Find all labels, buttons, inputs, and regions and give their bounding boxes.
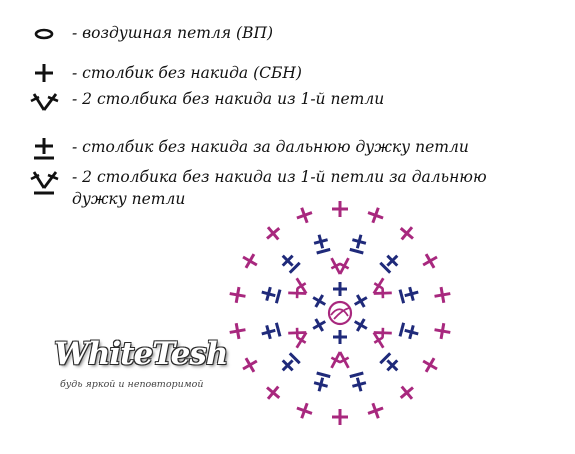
magic-ring (327, 300, 353, 326)
round2-increase-mark (372, 277, 392, 299)
round2-increase-mark (372, 327, 392, 349)
logo-text: WhiteTesh (54, 336, 228, 372)
round3-blo-mark (313, 234, 331, 255)
legend-text-chain: - воздушная петля (ВП) (72, 24, 274, 42)
round3-blo-mark (398, 322, 419, 340)
round3-blo-mark (281, 254, 301, 274)
legend-item-blo-inc: - 2 столбика без накида из 1-й петли за … (28, 166, 542, 210)
round2-increase-mark (288, 277, 308, 299)
round1-sc-mark (353, 318, 368, 332)
round3-blo-mark (261, 322, 282, 340)
single-crochet-back-loop-icon (34, 138, 54, 160)
round4-sc-mark (266, 226, 281, 241)
round1-sc-mark (333, 330, 347, 344)
round3-blo-mark (379, 254, 399, 274)
two-single-crochet-back-loop-increase-icon (30, 171, 59, 195)
legend-text-blo: - столбик без накида за дальнюю дужку пе… (72, 138, 469, 156)
round2-increase-mark (330, 351, 350, 369)
round3-blo-mark (398, 286, 419, 304)
round4-sc-mark (229, 286, 246, 304)
legend-text-blo-inc: - 2 столбика без накида из 1-й петли за … (72, 168, 487, 208)
round3-blo-mark (313, 371, 331, 392)
round4-sc-mark (332, 201, 348, 217)
round4-sc-mark (367, 402, 384, 419)
round4-sc-mark (332, 409, 348, 425)
round3-blo-mark (281, 352, 301, 372)
round1-sc-mark (312, 294, 327, 308)
round4-sc-mark (367, 207, 384, 224)
round1-sc-mark (333, 282, 347, 296)
round1-sc-mark (353, 294, 368, 308)
crochet-chart (229, 201, 451, 425)
legend-item-sc: - столбик без накида (СБН) (28, 62, 302, 88)
round4-sc-mark (242, 253, 258, 269)
legend-text-inc: - 2 столбика без накида из 1-й петли (72, 90, 385, 108)
round2-increase-mark (330, 257, 350, 275)
round4-sc-mark (242, 357, 258, 373)
round4-sc-mark (434, 322, 451, 340)
legend-item-chain: - воздушная петля (ВП) (28, 22, 273, 48)
watermark-logo: WhiteTesh будь яркой и неповторимой (48, 336, 228, 398)
round4-sc-mark (422, 357, 438, 373)
legend-item-inc: - 2 столбика без накида из 1-й петли (28, 88, 384, 114)
round2-increase-mark (288, 327, 308, 349)
round4-sc-mark (434, 286, 451, 304)
round4-sc-mark (296, 207, 313, 224)
round1-sc-mark (312, 318, 327, 332)
round4-sc-mark (422, 253, 438, 269)
round3-blo-mark (261, 286, 282, 304)
two-single-crochet-increase-icon (30, 93, 59, 111)
round4-sc-mark (399, 385, 414, 400)
round4-sc-mark (229, 322, 246, 340)
logo-tagline: будь яркой и неповторимой (60, 379, 204, 390)
round3-blo-mark (379, 352, 399, 372)
round4-sc-mark (399, 226, 414, 241)
round3-blo-mark (349, 371, 367, 392)
chain-stitch-oval-icon (34, 28, 54, 40)
round4-sc-mark (296, 402, 313, 419)
round3-blo-mark (349, 234, 367, 255)
legend-text-sc: - столбик без накида (СБН) (72, 64, 302, 82)
single-crochet-plus-icon (35, 64, 53, 82)
round4-sc-mark (266, 385, 281, 400)
legend-item-blo: - столбик без накида за дальнюю дужку пе… (28, 136, 469, 162)
